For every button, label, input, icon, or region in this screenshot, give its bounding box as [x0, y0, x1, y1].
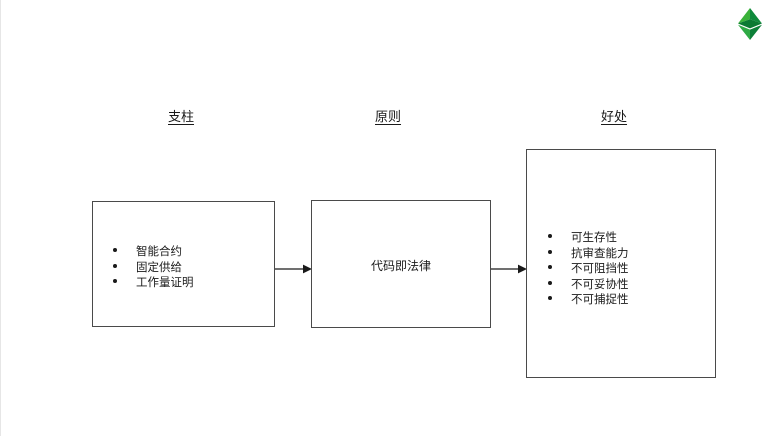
bullet-dot-icon [548, 296, 552, 300]
arrow-pillars-to-principles [275, 259, 312, 274]
list-item: 抗审查能力 [548, 246, 629, 262]
list-item: 不可妥协性 [548, 277, 629, 293]
list-item-label: 不可捕捉性 [571, 292, 629, 306]
bullet-dot-icon [113, 279, 117, 283]
list-item-label: 抗审查能力 [571, 245, 629, 260]
pillars-list: 智能合约 固定供给 工作量证明 [113, 244, 194, 291]
list-item: 智能合约 [113, 244, 194, 260]
list-item-label: 不可妥协性 [571, 276, 629, 291]
bullet-dot-icon [548, 234, 552, 238]
column-heading-principles: 原则 [375, 110, 402, 125]
ethereum-classic-logo [734, 7, 766, 41]
list-item-label: 不可阻挡性 [571, 261, 629, 275]
box-pillars: 智能合约 固定供给 工作量证明 [92, 201, 275, 327]
arrow-principles-to-benefits [491, 259, 527, 274]
list-item-label: 工作量证明 [136, 275, 194, 289]
bullet-dot-icon [548, 249, 552, 254]
list-item: 可生存性 [548, 230, 629, 246]
box-principles: 代码即法律 [311, 200, 491, 328]
page-edge-line [0, 0, 1, 436]
bullet-dot-icon [113, 248, 117, 252]
list-item: 工作量证明 [113, 275, 194, 291]
column-heading-pillars: 支柱 [168, 110, 195, 125]
list-item: 固定供给 [113, 260, 194, 276]
bullet-dot-icon [548, 280, 552, 285]
list-item: 不可捕捉性 [548, 292, 629, 308]
box-benefits: 可生存性 抗审查能力 不可阻挡性 不可妥协性 不可捕捉性 [526, 149, 716, 378]
benefits-list: 可生存性 抗审查能力 不可阻挡性 不可妥协性 不可捕捉性 [548, 230, 629, 308]
column-heading-benefits: 好处 [601, 110, 628, 125]
bullet-dot-icon [548, 265, 552, 269]
principles-text: 代码即法律 [370, 259, 431, 273]
list-item-label: 固定供给 [136, 259, 182, 274]
list-item-label: 可生存性 [571, 230, 617, 244]
list-item: 不可阻挡性 [548, 261, 629, 277]
bullet-dot-icon [113, 263, 117, 268]
list-item-label: 智能合约 [136, 244, 182, 258]
